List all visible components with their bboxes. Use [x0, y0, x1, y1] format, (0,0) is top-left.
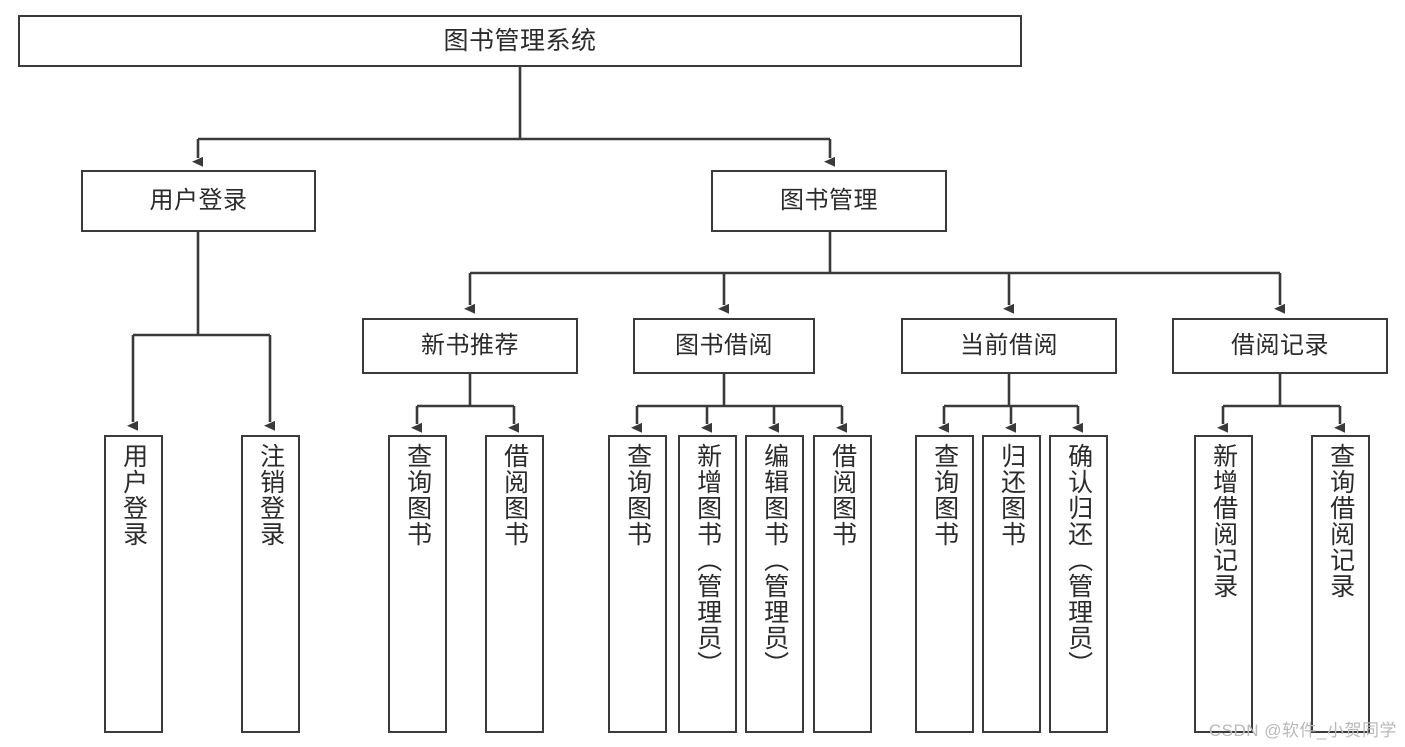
leaf-query-record[interactable]: 查询借阅记录 [1311, 435, 1370, 733]
node-label: 归还图书 [997, 443, 1026, 547]
leaf-add-record[interactable]: 新增借阅记录 [1194, 435, 1253, 733]
node-label: 新增借阅记录 [1209, 443, 1238, 599]
node-label: 当前借阅 [960, 331, 1058, 359]
leaf-query-book-1[interactable]: 查询图书 [388, 435, 447, 733]
node-label: 用户登录 [149, 186, 248, 214]
node-label: 用户登录 [119, 443, 148, 547]
leaf-edit-book[interactable]: 编辑图书（管理员） [745, 435, 804, 733]
node-label: 图书管理 [780, 186, 878, 214]
node-label: 查询图书 [403, 443, 432, 547]
leaf-return-book[interactable]: 归还图书 [982, 435, 1041, 733]
node-label: 查询图书 [930, 443, 959, 547]
node-label: 查询借阅记录 [1326, 443, 1355, 599]
leaf-borrow-book-1[interactable]: 借阅图书 [485, 435, 544, 733]
leaf-add-book[interactable]: 新增图书（管理员） [678, 435, 737, 733]
node-new-book-rec[interactable]: 新书推荐 [362, 318, 578, 374]
node-label: 图书管理系统 [443, 27, 597, 55]
node-label: 注销登录 [256, 443, 285, 547]
leaf-borrow-book-2[interactable]: 借阅图书 [813, 435, 872, 733]
node-book-manage[interactable]: 图书管理 [711, 170, 947, 232]
node-label: 编辑图书（管理员） [760, 443, 789, 677]
node-user-login[interactable]: 用户登录 [81, 170, 316, 232]
node-label: 图书借阅 [675, 331, 773, 359]
leaf-query-book-3[interactable]: 查询图书 [915, 435, 974, 733]
node-label: 新书推荐 [421, 331, 519, 359]
node-label: 查询图书 [623, 443, 652, 547]
node-label: 确认归还（管理员） [1064, 443, 1093, 677]
node-root-system[interactable]: 图书管理系统 [18, 15, 1022, 67]
leaf-query-book-2[interactable]: 查询图书 [608, 435, 667, 733]
node-label: 借阅记录 [1231, 331, 1329, 359]
node-book-borrow[interactable]: 图书借阅 [633, 318, 815, 374]
watermark: CSDN @软件_小贺同学 [1208, 721, 1397, 740]
node-label: 借阅图书 [500, 443, 529, 547]
node-label: 新增图书（管理员） [693, 443, 722, 677]
leaf-confirm-return[interactable]: 确认归还（管理员） [1049, 435, 1108, 733]
node-current-borrow[interactable]: 当前借阅 [901, 318, 1117, 374]
node-borrow-record[interactable]: 借阅记录 [1172, 318, 1388, 374]
node-label: 借阅图书 [828, 443, 857, 547]
leaf-user-login[interactable]: 用户登录 [104, 435, 163, 733]
leaf-logout[interactable]: 注销登录 [241, 435, 300, 733]
